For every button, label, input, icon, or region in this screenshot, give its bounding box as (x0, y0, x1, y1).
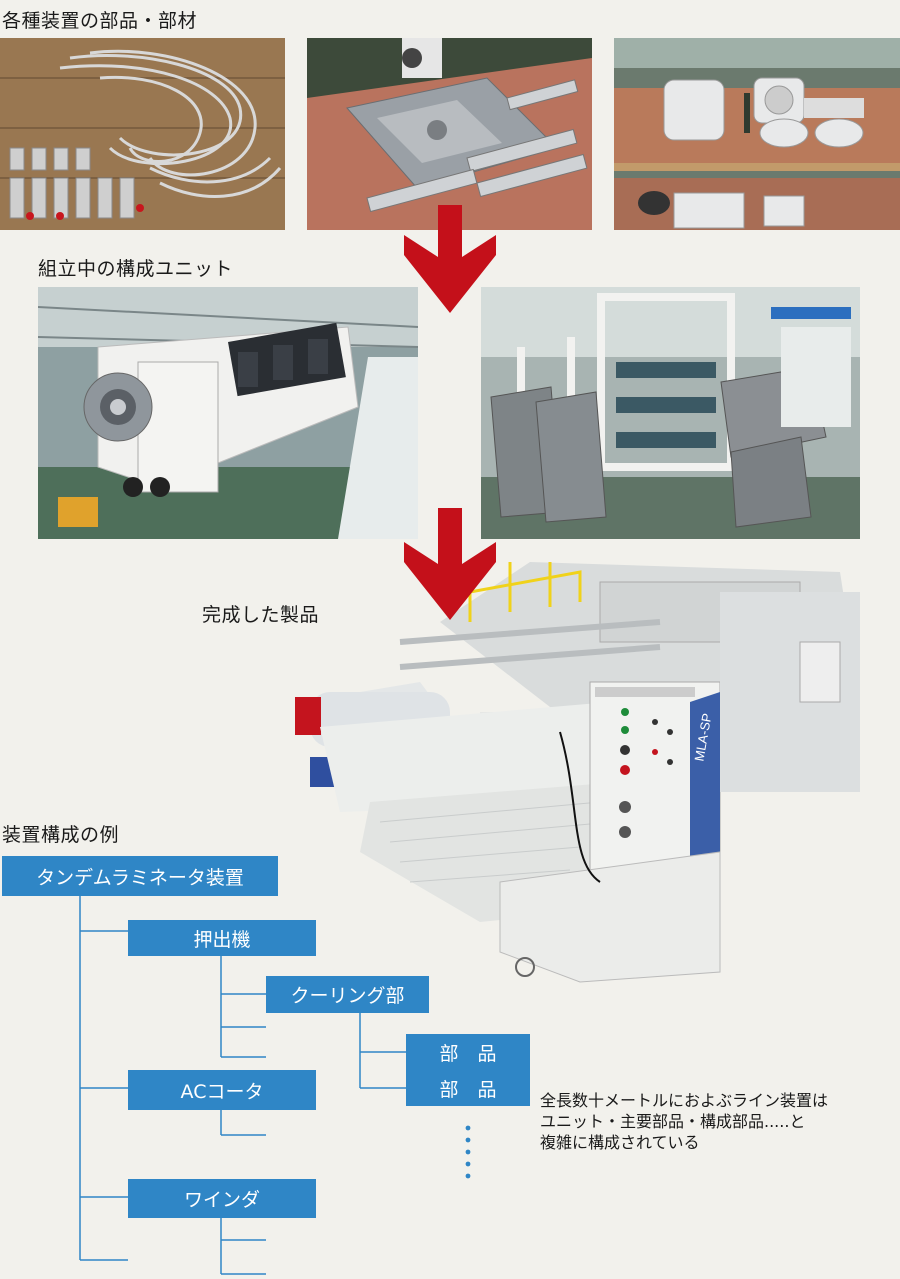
photo-finished-machine: MLA-SP (280, 552, 870, 1012)
structure-note: 全長数十メートルにおよぶライン装置は ユニット・主要部品・構成部品.....と … (540, 1090, 828, 1153)
parts-title: 各種装置の部品・部材 (2, 10, 198, 32)
tree-ellipsis-dots (465, 1125, 471, 1179)
tree-node-cooling: クーリング部 (266, 976, 429, 1013)
finished-title: 完成した製品 (202, 604, 320, 626)
tree-node-tandem-laminator: タンデムラミネータ装置 (2, 856, 278, 896)
photo-parts-motors (614, 38, 900, 230)
photo-parts-pipes (0, 38, 285, 230)
down-arrow-2-icon (404, 508, 496, 620)
note-line-1: 全長数十メートルにおよぶライン装置は (540, 1091, 829, 1110)
tree-node-winder: ワインダ (128, 1179, 316, 1218)
tree-node-part-1: 部 品 (406, 1034, 530, 1070)
assembly-title: 組立中の構成ユニット (38, 258, 234, 280)
note-line-3: 複雑に構成されている (540, 1133, 700, 1152)
note-line-2: ユニット・主要部品・構成部品.....と (540, 1112, 806, 1131)
photo-assembly-frame (481, 287, 860, 539)
photo-parts-plates (307, 38, 592, 230)
tree-node-extruder: 押出機 (128, 920, 316, 956)
down-arrow-1-icon (404, 205, 496, 313)
tree-node-ac-coater: ACコータ (128, 1070, 316, 1110)
example-title: 装置構成の例 (2, 824, 120, 846)
tree-node-part-2: 部 品 (406, 1070, 530, 1106)
photo-assembly-extruder (38, 287, 418, 539)
